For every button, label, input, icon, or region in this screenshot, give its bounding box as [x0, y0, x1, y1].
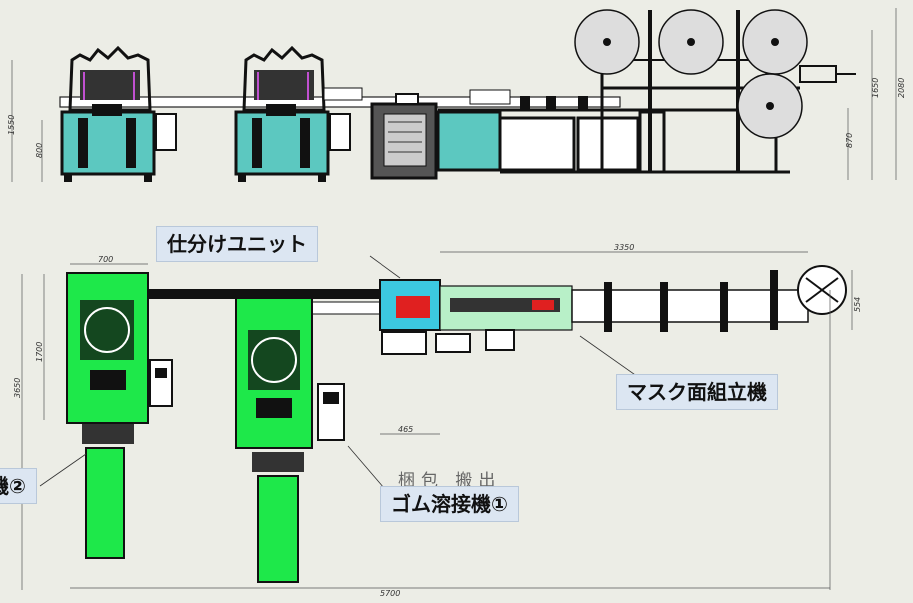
dim-plan-overall-depth: 3650	[13, 378, 22, 398]
dim-plan-roll-width: 554	[853, 297, 862, 312]
plan-view: 700 3350 1700 3650 465 554 5700 梱包 搬出	[13, 243, 862, 598]
label-mask-body-assembly: マスク面組立機	[616, 374, 778, 410]
dim-plan-machine-width: 700	[98, 255, 113, 264]
front-welder-1	[234, 45, 351, 182]
front-roll-stand	[574, 9, 856, 172]
dim-front-right-upper: 1650	[871, 78, 880, 98]
dim-plan-unit-width: 465	[398, 425, 413, 434]
front-sorting-unit	[323, 87, 438, 180]
front-mask-assembly	[436, 89, 790, 174]
dim-plan-line-length: 3350	[614, 243, 634, 252]
dim-plan-overall-length: 5700	[380, 589, 400, 598]
dim-front-right-lower: 870	[845, 133, 854, 148]
label-sorting-unit: 仕分けユニット	[156, 226, 318, 262]
plan-mask-assembly	[439, 265, 847, 351]
plan-sorting-unit	[379, 279, 471, 355]
dim-front-overall-left: 1550	[7, 115, 16, 135]
dim-front-lower-left: 800	[35, 143, 44, 158]
dim-front-right-overall: 2080	[897, 78, 906, 98]
front-elevation-view: 1550 800 1650 2080 870	[7, 8, 906, 182]
label-elastic-welder-1: ゴム溶接機①	[380, 486, 519, 522]
label-elastic-welder-2: 機②	[0, 468, 37, 504]
plan-welder-1	[235, 297, 345, 583]
plan-welder-2	[66, 272, 173, 559]
dim-plan-machine-depth: 1700	[35, 342, 44, 362]
front-welder-2	[60, 45, 177, 182]
